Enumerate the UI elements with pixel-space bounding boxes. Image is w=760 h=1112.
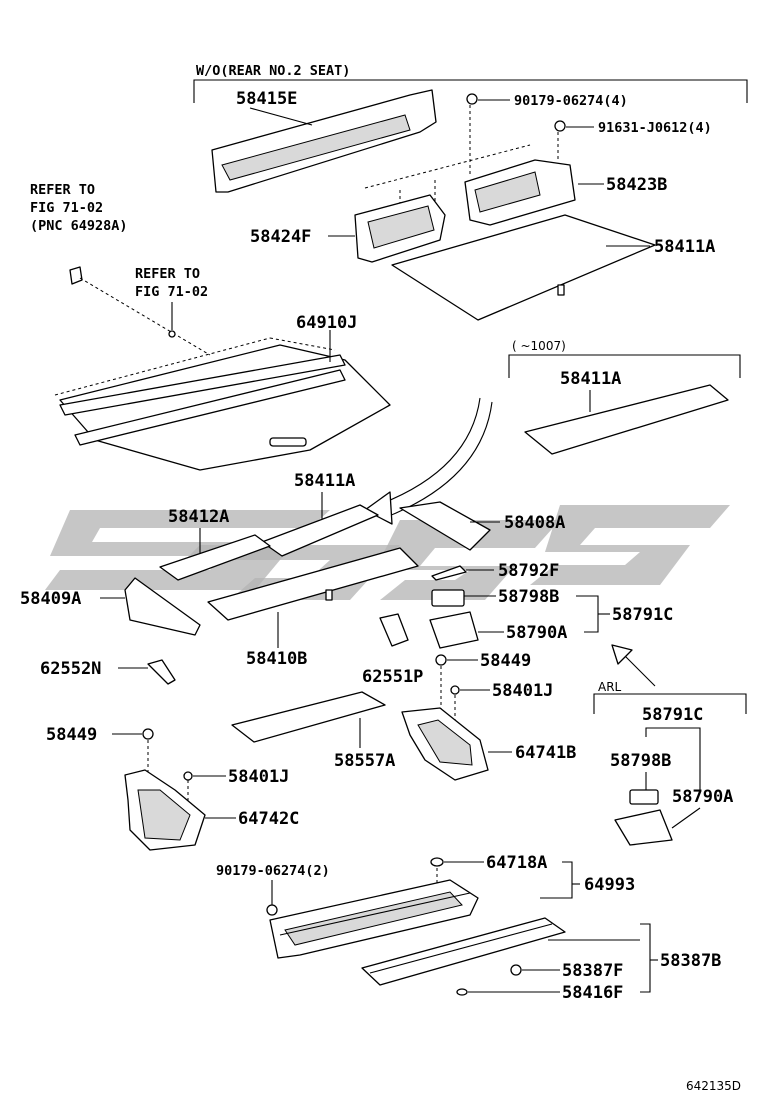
range-box: ( ~1007) 58411A [508,339,741,455]
part-58423B: 58423B [464,159,667,226]
clip-icon [112,728,154,740]
part-58424F: 58424F [250,194,446,263]
label-58387F: 58387F [562,961,623,981]
label-64993: 64993 [584,875,635,895]
watermark-logo [45,505,730,600]
label-58411A-box: 58411A [560,369,621,389]
part-58409A: 58409A [20,577,201,636]
clip-icon [430,857,484,867]
clip-icon [456,988,560,996]
bolt-icon [450,685,490,695]
part-58415E: 58415E [211,89,437,193]
part-64741B: 64741B [401,666,576,781]
part-58792F: 58792F [431,561,559,581]
label-58424F: 58424F [250,227,311,247]
label-58401J-right: 58401J [492,681,553,701]
label-64718A: 64718A [486,853,547,873]
label-58410B: 58410B [246,649,307,669]
arl-box: ARL 58791C 58798B 58790A [593,680,747,846]
part-64910J: 64910J [54,313,391,471]
arl-label: ARL [598,680,622,694]
label-90179-06274-2: 90179-06274(2) [216,863,330,879]
clip-icon [435,654,478,666]
part-58387B: 58387B [361,917,721,993]
label-58408A: 58408A [504,513,565,533]
wo-rear-seat-group: W/O(REAR NO.2 SEAT) [193,63,748,103]
label-62551P: 62551P [362,667,423,687]
refer-note-1-line2: FIG 71-02 [30,200,103,216]
part-58411A-mid: 58411A [261,471,379,557]
label-58415E: 58415E [236,89,297,109]
refer-note-1-line1: REFER TO [30,182,95,198]
part-58412A: 58412A [159,507,271,581]
label-58791C: 58791C [612,605,673,625]
part-58408A: 58408A [399,501,565,551]
part-58411A-top: 58411A [391,214,715,321]
label-58416F: 58416F [562,983,623,1003]
clip-icon [466,93,510,105]
label-64742C: 64742C [238,809,299,829]
part-62552N: 62552N [40,659,176,685]
label-90179-06274-4: 90179-06274(4) [514,93,628,109]
range-label: ( ~1007) [512,339,566,353]
label-58411A-top: 58411A [654,237,715,257]
part-58557A: 58557A [231,691,395,771]
refer-note-1: REFER TO FIG 71-02 (PNC 64928A) [30,182,211,356]
refer-note-2-line2: FIG 71-02 [135,284,208,300]
label-58790A: 58790A [506,623,567,643]
label-58411A-mid: 58411A [294,471,355,491]
label-58409A: 58409A [20,589,81,609]
part-64742C: 64742C [124,769,299,851]
label-58791C-arl: 58791C [642,705,703,725]
bolt-icon [183,771,226,781]
label-91631-J0612-4: 91631-J0612(4) [598,120,712,136]
part-58410B: 58410B [207,547,419,669]
label-58423B: 58423B [606,175,667,195]
label-58401J-left: 58401J [228,767,289,787]
label-58790A-arl: 58790A [672,787,733,807]
refer-note-2-line1: REFER TO [135,266,200,282]
label-64910J: 64910J [296,313,357,333]
label-58449-right: 58449 [480,651,531,671]
bolt-icon [554,120,594,132]
direction-arrow-icon [611,644,656,687]
part-58791C-group: 58798B 58790A 58791C [429,587,673,649]
figure-number: 642135D [686,1079,741,1093]
label-58412A: 58412A [168,507,229,527]
refer-note-1-line3: (PNC 64928A) [30,218,128,234]
label-58798B-arl: 58798B [610,751,671,771]
part-64993 [269,879,479,959]
label-64741B: 64741B [515,743,576,763]
label-62552N: 62552N [40,659,101,679]
label-58792F: 58792F [498,561,559,581]
clip-icon [266,904,278,916]
part-62551P: 62551P [362,613,423,687]
label-58798B: 58798B [498,587,559,607]
label-58387B: 58387B [660,951,721,971]
wo-rear-seat-label: W/O(REAR NO.2 SEAT) [196,63,350,79]
label-58557A: 58557A [334,751,395,771]
label-58449-left: 58449 [46,725,97,745]
clip-icon [510,964,560,976]
refer-note-2: REFER TO FIG 71-02 [135,266,208,338]
